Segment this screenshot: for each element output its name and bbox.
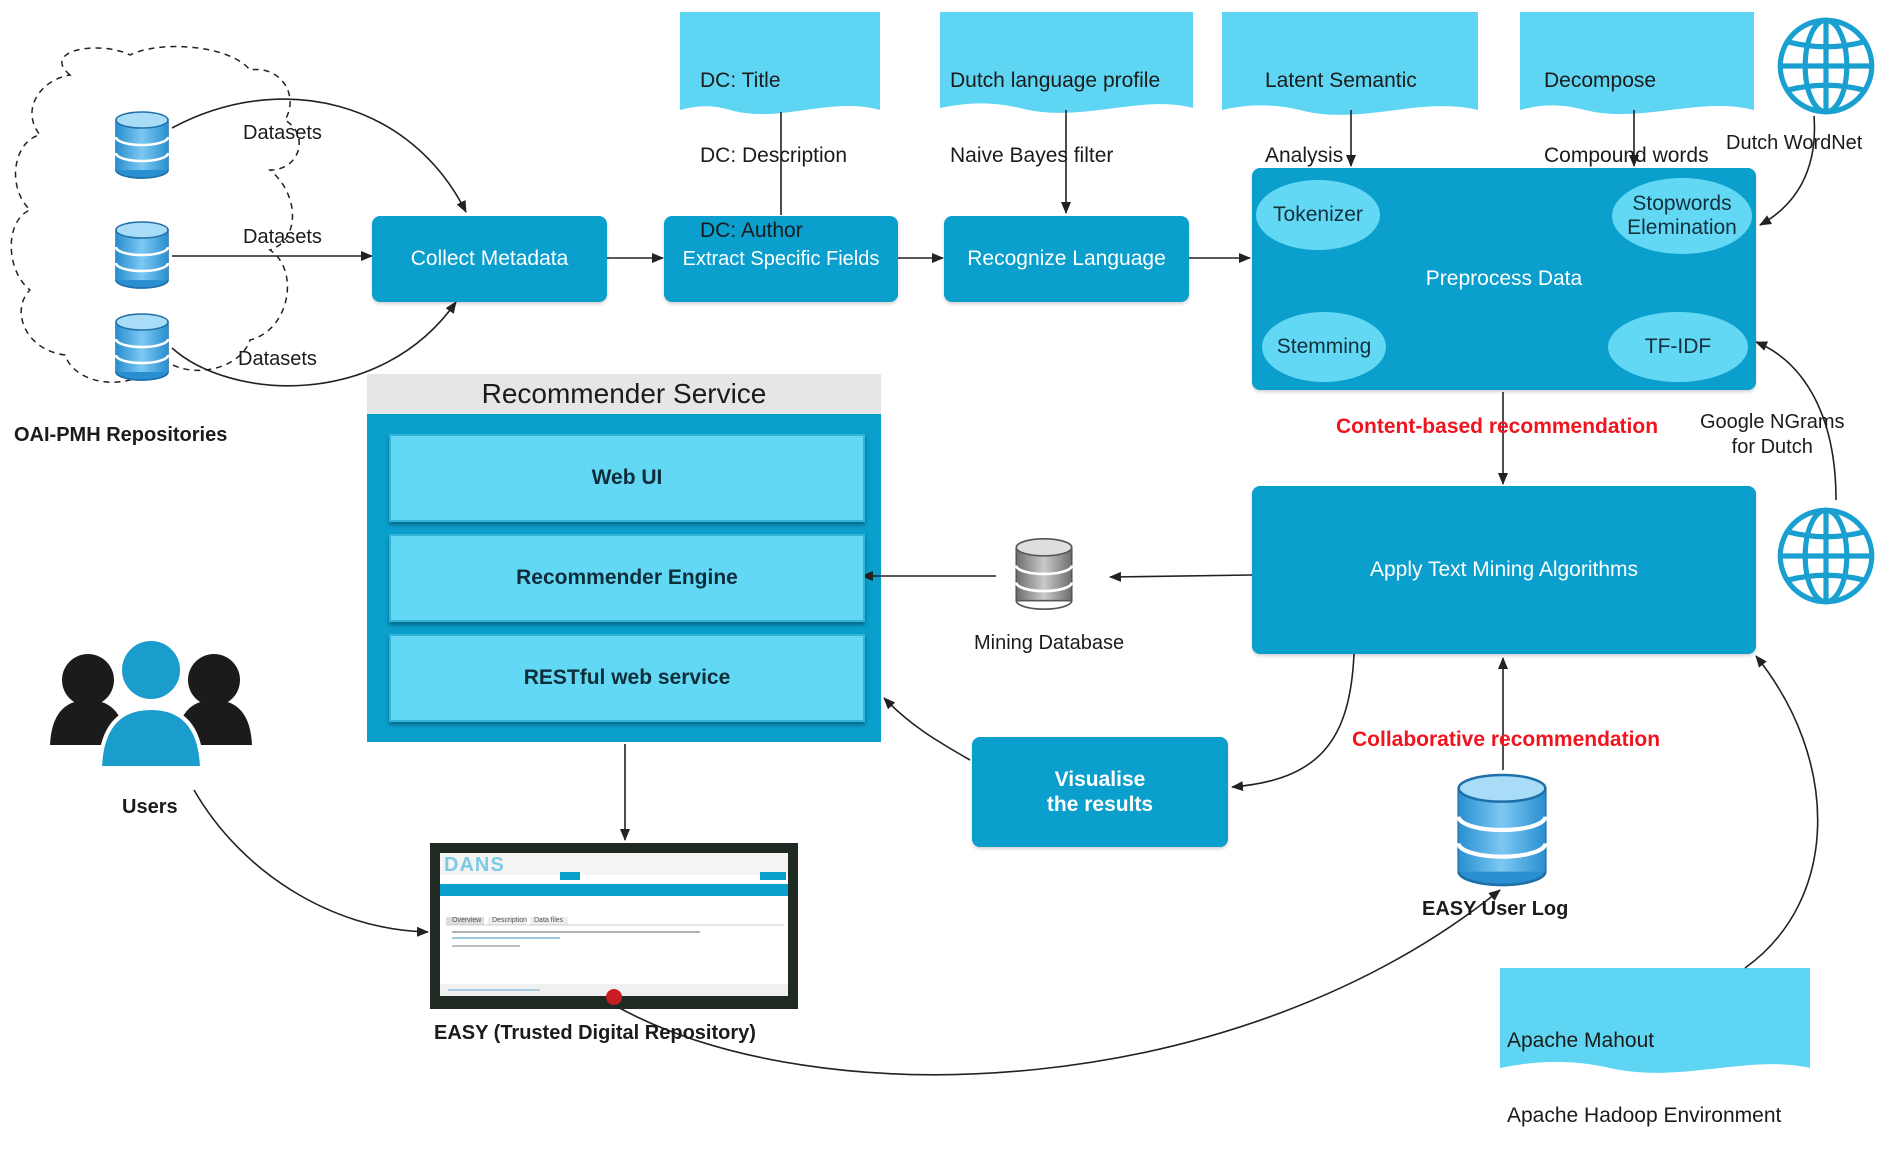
doc-dc-fields xyxy=(680,12,880,115)
recommender-title: Recommender Service xyxy=(481,378,767,409)
tokenizer-step: Tokenizer xyxy=(1256,180,1380,250)
easy-tab: Overview xyxy=(452,917,482,924)
language-line: Dutch language profile xyxy=(950,69,1161,92)
arrow-easy-userlog xyxy=(613,889,1501,1076)
lsa-line: Latent Semantic xyxy=(1265,69,1417,92)
extract-fields-box: Extract Specific Fields xyxy=(664,216,898,302)
easy-tab: Description xyxy=(492,917,528,924)
globe-icon xyxy=(1780,20,1872,112)
arrow-users-easy xyxy=(193,789,429,937)
cloud-outline xyxy=(10,45,300,383)
apply-text-mining-box: Apply Text Mining Algorithms xyxy=(1252,486,1756,654)
arrow-ngrams xyxy=(1755,341,1837,501)
user-log-label: EASY User Log xyxy=(1422,898,1569,920)
easy-logo: DANS xyxy=(444,854,505,876)
recommender-engine-layer: Recommender Engine xyxy=(389,534,865,622)
database-icon xyxy=(114,110,170,180)
arrow-mahout-apply xyxy=(1744,655,1819,969)
arrow-datasets-1 xyxy=(171,98,467,213)
users-group-icon xyxy=(50,637,252,770)
arrow-datasets-3 xyxy=(171,301,457,387)
user-log-database-icon xyxy=(1459,775,1546,885)
arrow-visualise-rest xyxy=(883,697,971,761)
stopwords-line1: Stopwords xyxy=(1632,191,1732,215)
datasets-label: Datasets xyxy=(238,348,317,370)
collect-metadata-box: Collect Metadata xyxy=(372,216,607,302)
recommender-layers: Web UI Recommender Engine RESTful web se… xyxy=(367,414,881,742)
globe-icon xyxy=(1780,510,1872,602)
visualise-results-box: Visualise the results xyxy=(972,737,1228,847)
stemming-step: Stemming xyxy=(1262,312,1386,382)
recommender-title-bar xyxy=(367,374,881,414)
datasets-label: Datasets xyxy=(243,226,322,248)
ngrams-line2: for Dutch xyxy=(1731,436,1813,458)
dc-fields-text: DC: Title DC: Description DC: Author xyxy=(700,18,847,268)
language-doc-text: Dutch language profile Naive Bayes filte… xyxy=(950,18,1160,193)
ngrams-line1: Google NGrams xyxy=(1700,411,1845,433)
repositories-label: OAI-PMH Repositories xyxy=(14,424,228,446)
mining-database-icon xyxy=(1014,537,1074,611)
preprocess-title: Preprocess Data xyxy=(1425,267,1583,291)
document-shapes xyxy=(680,12,1810,1073)
doc-lsa xyxy=(1222,12,1478,115)
recognize-language-box: Recognize Language xyxy=(944,216,1189,302)
arrow-wordnet xyxy=(1759,115,1816,226)
content-based-label: Content-based recommendation xyxy=(1336,415,1659,438)
easy-tab: Data files xyxy=(534,917,564,924)
dc-field: DC: Author xyxy=(700,219,803,242)
visualise-line2: the results xyxy=(1046,793,1154,816)
arrow-apply-mining xyxy=(1109,571,1253,582)
dc-field: DC: Title xyxy=(700,69,781,92)
lsa-doc-text: Latent Semantic Analysis xyxy=(1265,18,1417,193)
ngrams-label: Google NGrams for Dutch xyxy=(1700,410,1845,460)
doc-compound xyxy=(1520,12,1754,115)
arrow-apply-visualise xyxy=(1231,653,1355,792)
doc-language xyxy=(940,12,1193,113)
compound-line: Compound words xyxy=(1544,144,1709,167)
doc-mahout xyxy=(1500,968,1810,1073)
users-label: Users xyxy=(122,796,178,818)
restful-service-layer: RESTful web service xyxy=(389,634,865,722)
wordnet-label: Dutch WordNet xyxy=(1726,132,1863,154)
easy-label: EASY (Trusted Digital Repository) xyxy=(434,1022,756,1044)
web-ui-layer: Web UI xyxy=(389,434,865,522)
collaborative-label: Collaborative recommendation xyxy=(1352,728,1661,751)
visualise-line1: Visualise xyxy=(1054,767,1146,791)
mahout-line: Apache Mahout xyxy=(1507,1029,1655,1052)
database-icon xyxy=(114,312,170,382)
lsa-line: Analysis xyxy=(1265,144,1344,167)
compound-line: Decompose xyxy=(1544,69,1657,92)
mahout-line: Apache Hadoop Environment xyxy=(1507,1104,1782,1127)
stopwords-line2: Elemination xyxy=(1627,216,1737,239)
stopwords-step: Stopwords Elemination xyxy=(1612,178,1752,254)
dc-field: DC: Description xyxy=(700,144,848,167)
compound-doc-text: Decompose Compound words xyxy=(1544,18,1709,193)
tfidf-step: TF-IDF xyxy=(1608,312,1748,382)
database-icon xyxy=(114,220,170,290)
language-line: Naive Bayes filter xyxy=(950,144,1114,167)
mahout-doc-text: Apache Mahout Apache Hadoop Environment xyxy=(1507,978,1781,1153)
mining-database-label: Mining Database xyxy=(974,632,1125,654)
datasets-label: Datasets xyxy=(243,122,322,144)
